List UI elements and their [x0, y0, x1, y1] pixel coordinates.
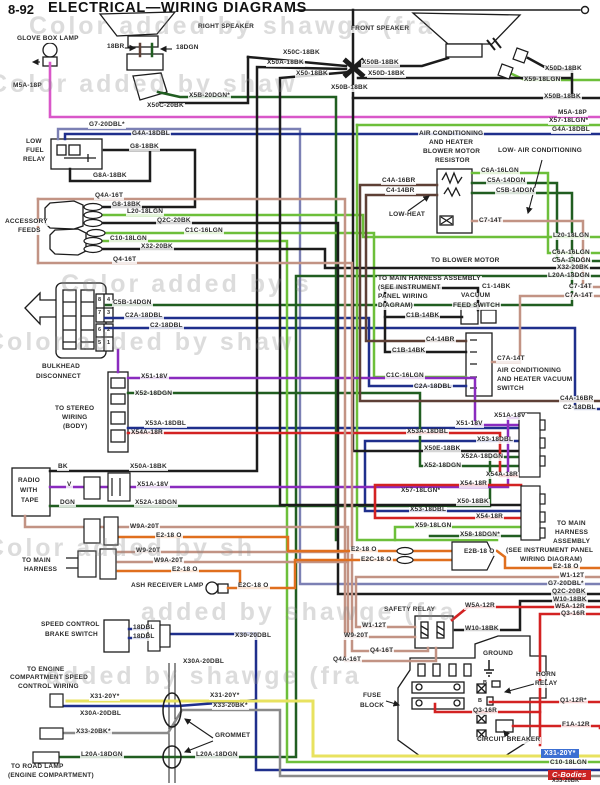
title-bar: 8-92 ELECTRICAL—WIRING DIAGRAMS — [0, 0, 600, 20]
radio-plug — [83, 476, 101, 500]
component-shapes-over — [32, 37, 546, 769]
wire-x33-20bk — [60, 708, 600, 778]
e2b-connector — [451, 541, 495, 571]
wire-x54-18r — [373, 483, 523, 520]
wire-m5a-18p — [48, 61, 600, 119]
low-fuel-relay — [50, 138, 103, 170]
annotation-arrows — [31, 44, 543, 754]
accessory-feed-connector — [44, 200, 84, 230]
road-lamp-plug — [32, 751, 60, 764]
grommet-icon — [162, 692, 182, 728]
wire-c10-18lgn — [98, 239, 600, 764]
wire-x52-18dgn — [126, 391, 523, 468]
wire-f1a-12r — [511, 724, 600, 730]
radio-plug — [107, 472, 131, 502]
wire-x52a-18dgn — [48, 455, 523, 508]
wire-18dbl-stubs — [127, 627, 152, 640]
arrow-fuse-block — [385, 700, 401, 707]
speaker-plug — [497, 63, 514, 80]
harness-plug — [77, 550, 97, 578]
wire-g7-20dbl — [56, 127, 600, 586]
wire-x50c-18bk — [246, 55, 348, 68]
circuit-breaker — [495, 719, 514, 733]
wire-e2-18o — [116, 535, 400, 553]
component-shapes-under — [11, 11, 547, 783]
ash-receiver-lamp-icon — [205, 581, 219, 595]
speed-control-brake-switch — [103, 619, 130, 653]
arrow-low-ac — [526, 159, 543, 215]
right-speaker-icon — [98, 11, 177, 37]
radio-with-tape — [11, 467, 51, 517]
horn-relay-terminal — [491, 680, 501, 688]
arrow-low-heat — [407, 195, 430, 212]
page-number: 8-92 — [8, 2, 35, 17]
wire-x5b-20dgn — [156, 90, 338, 542]
ground-icon — [484, 660, 494, 677]
speed-wiring-plug — [49, 693, 64, 708]
wire-e2-18o-lower — [116, 569, 242, 588]
wire-q3-16r-right — [538, 612, 600, 714]
wire-x50a-18bk — [48, 65, 348, 473]
wire-x54a-18r — [126, 431, 523, 478]
wire-x57-trunk — [355, 123, 499, 542]
wire-x59-18lgn — [393, 525, 523, 542]
grommet-icon — [162, 745, 182, 769]
wire-junction-knot — [342, 57, 366, 79]
wire-l20-18lgn — [98, 213, 600, 239]
wire-w10-18bk — [453, 599, 600, 632]
wire-x31-20y — [65, 699, 600, 758]
wire-g8a-18bk — [68, 150, 152, 183]
wire-c6a-16lgn — [470, 171, 600, 255]
wire-e2b-18o — [495, 549, 600, 570]
harness-plug — [83, 518, 101, 544]
vacuum-feed-switch — [460, 306, 479, 325]
wire-x50d-18bk — [356, 56, 574, 100]
wire-g4a-18dbl — [63, 132, 600, 141]
wire-w9a-20t — [23, 514, 417, 639]
wire-c4a-16br — [358, 183, 600, 403]
brake-switch-plug — [147, 620, 161, 652]
front-speaker-icon — [411, 12, 522, 45]
fuse-block — [397, 635, 547, 757]
wire-x32-20bk — [98, 247, 600, 270]
wire-c4-14br — [364, 193, 468, 343]
wire-q4-16t — [36, 261, 430, 653]
glove-box-lamp-icon — [42, 42, 58, 58]
arrow-grommet-2 — [183, 740, 214, 754]
wire-e2-bullet-links — [411, 549, 454, 562]
ac-vacuum-switch — [465, 332, 493, 397]
main-harness-connector-1 — [518, 412, 541, 478]
page-title: ELECTRICAL—WIRING DIAGRAMS — [48, 0, 307, 16]
main-harness-connector-2 — [520, 485, 541, 541]
speaker-plug — [512, 47, 529, 64]
wire-x50b-18bk — [356, 56, 450, 68]
bulkhead-arrow — [24, 291, 59, 326]
arrow-grommet-1 — [184, 718, 214, 739]
accessory-feed-connector — [49, 228, 87, 256]
arrow-horn-relay — [503, 683, 535, 694]
speed-wiring-plug — [39, 727, 64, 740]
wire-q2c-20bk — [98, 221, 600, 596]
wire-x50c-20bk — [158, 55, 250, 105]
